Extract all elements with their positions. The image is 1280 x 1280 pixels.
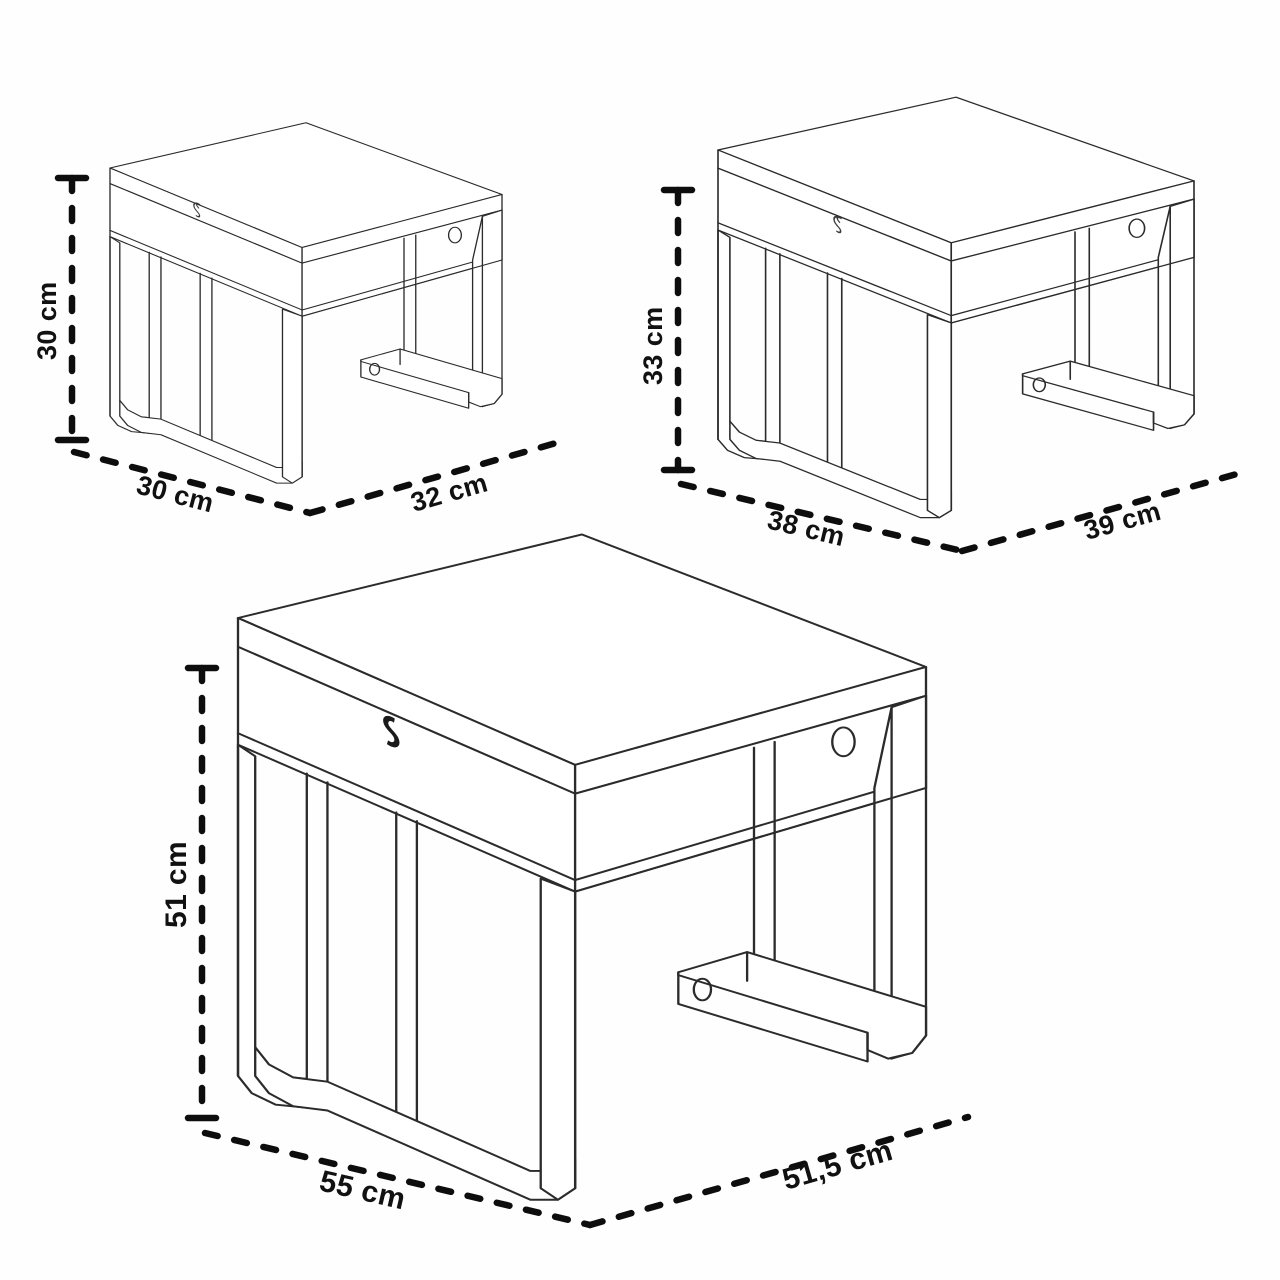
dimension-depth-label-large: 51,5 cm	[779, 1134, 897, 1197]
dimension-height-large: 51 cm	[160, 664, 220, 1122]
dimension-depth-label-small: 32 cm	[407, 467, 491, 517]
table-large: 51 cm 55 cm 51,5 cm	[160, 533, 972, 1229]
dimension-depth-large: 51,5 cm	[586, 1113, 972, 1229]
dimension-height-label-large: 51 cm	[160, 841, 193, 928]
dimension-depth-medium: 39 cm	[958, 468, 1248, 555]
dimension-height-medium: 33 cm	[638, 186, 696, 474]
dimension-width-small: 30 cm	[70, 448, 314, 518]
table-medium: 33 cm 38 cm 39 cm	[638, 96, 1248, 555]
dimension-depth-small: 32 cm	[306, 439, 560, 518]
dimension-height-label-medium: 33 cm	[638, 306, 668, 385]
dimension-height-label-small: 30 cm	[32, 281, 62, 360]
table-small: 30 cm 30 cm 32 cm	[32, 122, 560, 518]
dimension-depth-label-medium: 39 cm	[1081, 496, 1165, 546]
dimension-height-small: 30 cm	[32, 174, 90, 444]
